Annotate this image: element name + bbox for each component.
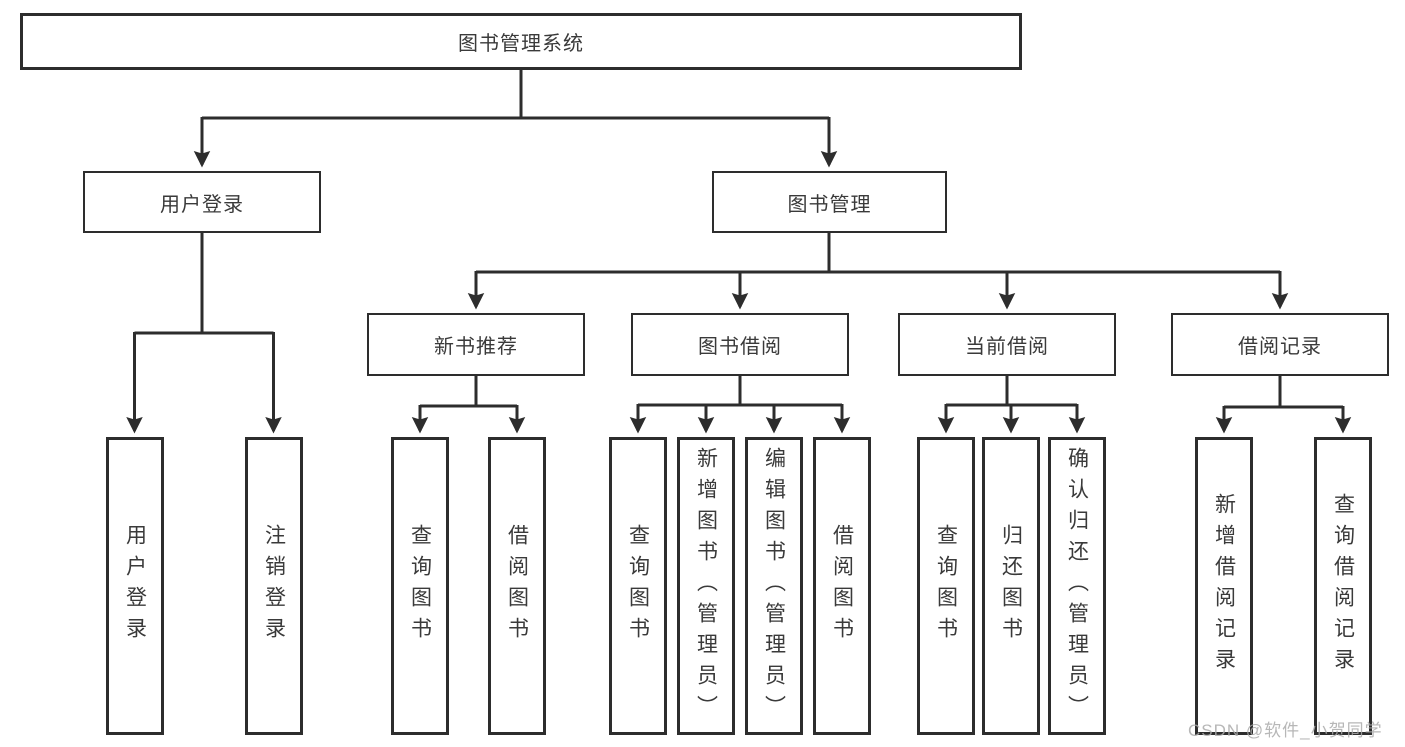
node-label: 确认归还（管理员） (1065, 446, 1089, 726)
leaf-add-book-admin: 新增图书（管理员） (677, 437, 735, 735)
node-new-book-recommendation: 新书推荐 (367, 313, 585, 376)
node-label: 借阅记录 (1238, 336, 1322, 358)
node-label: 查询图书 (934, 524, 958, 648)
node-label: 用户登录 (123, 524, 147, 648)
node-label: 新书推荐 (434, 336, 518, 358)
node-label: 图书管理系统 (458, 33, 584, 55)
leaf-edit-book-admin: 编辑图书（管理员） (745, 437, 803, 735)
leaf-return-book: 归还图书 (982, 437, 1040, 735)
leaf-query-book-borrowing: 查询图书 (609, 437, 667, 735)
leaf-borrow-book: 借阅图书 (813, 437, 871, 735)
node-label: 借阅图书 (505, 524, 529, 648)
node-label: 归还图书 (999, 524, 1023, 648)
csdn-watermark: CSDN @软件_小贺同学 (1188, 721, 1383, 740)
node-system-root: 图书管理系统 (20, 13, 1022, 70)
node-label: 编辑图书（管理员） (762, 446, 786, 726)
node-label: 注销登录 (262, 524, 286, 648)
node-label: 用户登录 (160, 193, 244, 216)
node-label: 新增图书（管理员） (694, 446, 718, 726)
node-label: 新增借阅记录 (1212, 493, 1236, 679)
leaf-query-borrow-record: 查询借阅记录 (1314, 437, 1372, 735)
node-label: 查询图书 (626, 524, 650, 648)
node-label: 图书管理 (787, 193, 872, 216)
node-user-login-group: 用户登录 (83, 171, 321, 233)
leaf-add-borrow-record: 新增借阅记录 (1195, 437, 1253, 735)
node-label: 当前借阅 (965, 336, 1049, 358)
leaf-borrow-book-recommend: 借阅图书 (488, 437, 546, 735)
node-label: 图书借阅 (698, 336, 782, 358)
node-label: 查询借阅记录 (1331, 493, 1355, 679)
node-label: 查询图书 (408, 524, 432, 648)
leaf-query-book-recommend: 查询图书 (391, 437, 449, 735)
node-label: 借阅图书 (830, 524, 854, 648)
node-current-borrowing: 当前借阅 (898, 313, 1116, 376)
node-book-management: 图书管理 (712, 171, 947, 233)
leaf-logout: 注销登录 (245, 437, 303, 735)
node-borrowing-records: 借阅记录 (1171, 313, 1389, 376)
leaf-confirm-return-admin: 确认归还（管理员） (1048, 437, 1106, 735)
node-book-borrowing: 图书借阅 (631, 313, 849, 376)
leaf-query-book-current: 查询图书 (917, 437, 975, 735)
leaf-user-login: 用户登录 (106, 437, 164, 735)
